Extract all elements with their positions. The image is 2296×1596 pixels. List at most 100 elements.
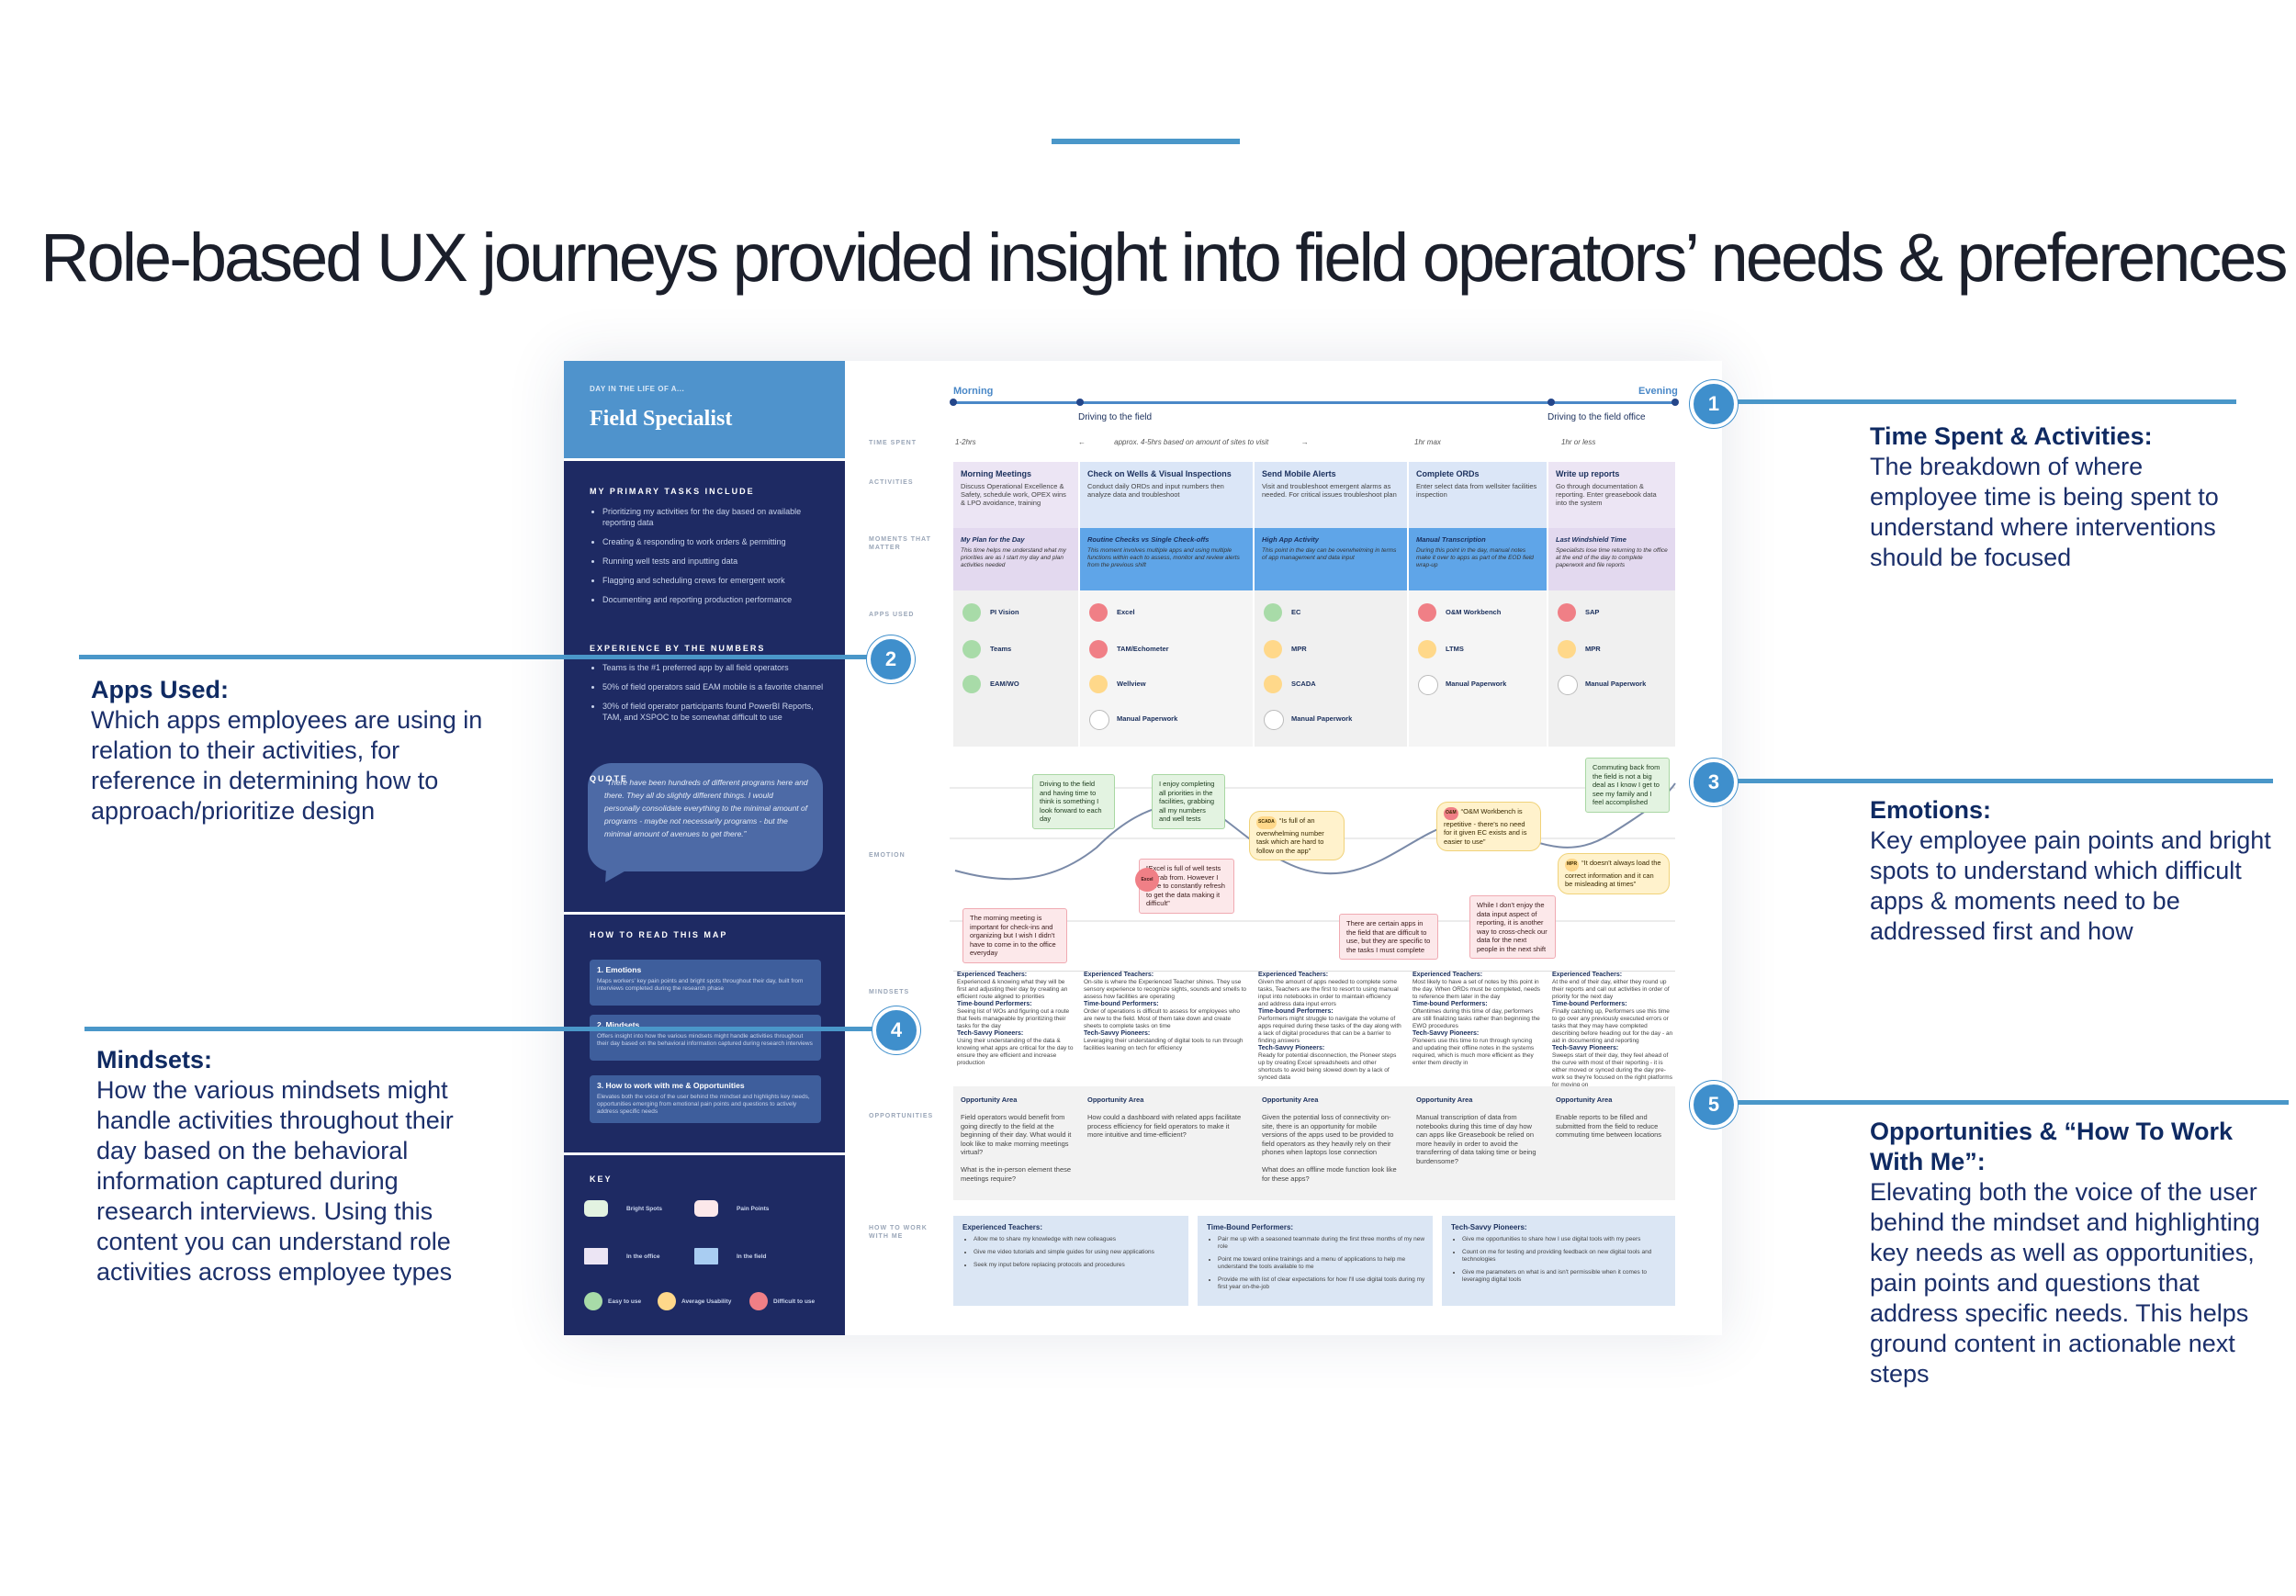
divider: [564, 912, 845, 915]
divider: [564, 1152, 845, 1155]
app-pain-bubble: SCADA“Is full of an overwhelming number …: [1249, 811, 1345, 860]
app-pain-bubble: MPR“It doesn't always load the correct i…: [1558, 853, 1670, 894]
app-name: MPR: [1291, 645, 1307, 653]
activity-desc: Visit and troubleshoot emergent alarms a…: [1262, 482, 1397, 499]
mindset-label: Tech-Savvy Pioneers:: [1412, 1030, 1480, 1037]
annotation-heading: Apps Used:: [91, 676, 230, 703]
task-item: Prioritizing my activities for the day b…: [602, 506, 832, 528]
how-work-title: Tech-Savvy Pioneers:: [1451, 1223, 1527, 1231]
callout-line-1: [1699, 399, 2236, 404]
app-name: Manual Paperwork: [1117, 714, 1178, 723]
moment-desc: This point in the day can be overwhelmin…: [1262, 547, 1397, 561]
how-box-desc: Elevates both the voice of the user behi…: [597, 1094, 810, 1115]
how-work-item: Provide me with list of clear expectatio…: [1218, 1276, 1425, 1291]
bubble-text: “O&M Workbench is repetitive - there's n…: [1444, 807, 1527, 846]
activity-title: Complete ORDs: [1416, 469, 1480, 478]
apps-cell: Excel TAM/Echometer Wellview Manual Pape…: [1080, 590, 1253, 747]
timeline-stop-label: Driving to the field office: [1548, 412, 1646, 422]
how-work-title: Experienced Teachers:: [962, 1223, 1043, 1231]
how-box-desc: Offers insight into how the various mind…: [597, 1033, 813, 1047]
mindset-text: On-site is where the Experienced Teacher…: [1084, 979, 1247, 1000]
usability-dot: [962, 640, 981, 658]
timeline-stop-label: Driving to the field: [1078, 412, 1153, 422]
activity-desc: Discuss Operational Excellence & Safety,…: [961, 482, 1066, 507]
mindset-cell: Experienced Teachers:On-site is where th…: [1084, 972, 1247, 1052]
annotation-heading: Mindsets:: [96, 1046, 213, 1073]
mindset-text: Most likely to have a set of notes by th…: [1412, 979, 1540, 1000]
app-name: SCADA: [1291, 680, 1316, 688]
timeline-dot: [1076, 399, 1084, 406]
moment-title: High App Activity: [1262, 535, 1319, 544]
role-header: DAY IN THE LIFE OF A... Field Specialist: [564, 361, 845, 458]
how-to-work-cell: Time-Bound Performers:Pair me up with a …: [1198, 1216, 1433, 1306]
how-work-item: Give me opportunities to share how I use…: [1462, 1236, 1668, 1243]
app-name: LTMS: [1446, 645, 1464, 653]
usability-dot: [1264, 675, 1282, 693]
apps-cell: SAP MPR Manual Paperwork: [1548, 590, 1675, 747]
app-name: Teams: [990, 645, 1012, 653]
opportunity-title: Opportunity Area: [961, 1096, 1018, 1104]
key-label: Bright Spots: [626, 1206, 662, 1212]
mindset-label: Time-bound Performers:: [1412, 1001, 1488, 1007]
mindset-text: Leveraging their understanding of digita…: [1084, 1038, 1244, 1051]
annotation-emotions: Emotions:Key employee pain points and br…: [1870, 795, 2274, 947]
app-name: MPR: [1585, 645, 1601, 653]
annotation-body: Key employee pain points and bright spot…: [1870, 826, 2271, 945]
field-chip: [694, 1248, 718, 1264]
mindset-label: Time-bound Performers:: [1084, 1001, 1159, 1007]
activity-desc: Conduct daily ORDs and input numbers the…: [1087, 482, 1224, 499]
how-work-title: Time-Bound Performers:: [1207, 1223, 1294, 1231]
usability-dot: [1089, 675, 1108, 693]
easy-dot: [584, 1292, 602, 1310]
usability-dot: [962, 675, 981, 693]
usability-dot: [1418, 675, 1438, 695]
key-label: Easy to use: [608, 1298, 642, 1305]
mindset-label: Tech-Savvy Pioneers:: [957, 1030, 1024, 1037]
how-box-emotions: 1. Emotions Maps workers' key pain point…: [590, 960, 821, 1006]
app-tag: SCADA: [1256, 816, 1277, 829]
callout-line-3: [1708, 779, 2273, 783]
mindset-label: Time-bound Performers:: [1552, 1001, 1627, 1007]
mindset-cell: Experienced Teachers:Given the amount of…: [1258, 972, 1401, 1082]
key-title: KEY: [590, 1175, 613, 1184]
mindset-label: Experienced Teachers:: [1412, 972, 1483, 978]
apps-cell: O&M Workbench LTMS Manual Paperwork: [1409, 590, 1547, 747]
mindset-label: Tech-Savvy Pioneers:: [1084, 1030, 1151, 1037]
how-box-desc: Maps workers' key pain points and bright…: [597, 978, 804, 992]
activity-desc: Go through documentation & reporting. En…: [1556, 482, 1657, 507]
timeline-dot: [1548, 399, 1555, 406]
annotation-body: Which apps employees are using in relati…: [91, 706, 483, 825]
page-title: Role-based UX journeys provided insight …: [40, 219, 2288, 296]
usability-dot: [1264, 710, 1284, 730]
time-spent: approx. 4-5hrs based on amount of sites …: [1114, 438, 1269, 446]
annotation-body: How the various mindsets might handle ac…: [96, 1076, 454, 1286]
mindset-text: Sweeps start of their day, they feel ahe…: [1552, 1052, 1672, 1088]
bright-spot-bubble: Driving to the field and having time to …: [1032, 774, 1115, 829]
bright-spot-bubble: Commuting back from the field is not a b…: [1585, 758, 1670, 813]
app-name: TAM/Echometer: [1117, 645, 1169, 653]
mindset-label: Time-bound Performers:: [957, 1001, 1032, 1007]
annotation-body: Elevating both the voice of the user beh…: [1870, 1178, 2260, 1388]
mindsets-row: Experienced Teachers:Experienced & knowi…: [953, 971, 1675, 1088]
how-to-read-title: HOW TO READ THIS MAP: [590, 930, 728, 939]
how-work-item: Count on me for testing and providing fe…: [1462, 1249, 1668, 1264]
callout-badge-5: 5: [1690, 1081, 1738, 1129]
pain-point-bubble: While I don't enjoy the data input aspec…: [1469, 895, 1556, 959]
app-tag: Excel: [1135, 868, 1159, 892]
usability-dot: [1558, 675, 1578, 695]
row-label-moments: MOMENTS THAT MATTER: [869, 536, 931, 551]
how-work-item: Give me video tutorials and simple guide…: [974, 1249, 1181, 1256]
time-spent: 1-2hrs: [955, 438, 976, 446]
row-label-emotion: EMOTION: [869, 852, 906, 859]
number-item: 30% of field operator participants found…: [602, 701, 832, 723]
opportunity-question: What is the in-person element these meet…: [961, 1165, 1072, 1183]
row-label-opportunities: OPPORTUNITIES: [869, 1113, 934, 1119]
row-label-how: HOW TO WORK WITH ME: [869, 1225, 928, 1240]
callout-badge-3: 3: [1690, 759, 1738, 806]
